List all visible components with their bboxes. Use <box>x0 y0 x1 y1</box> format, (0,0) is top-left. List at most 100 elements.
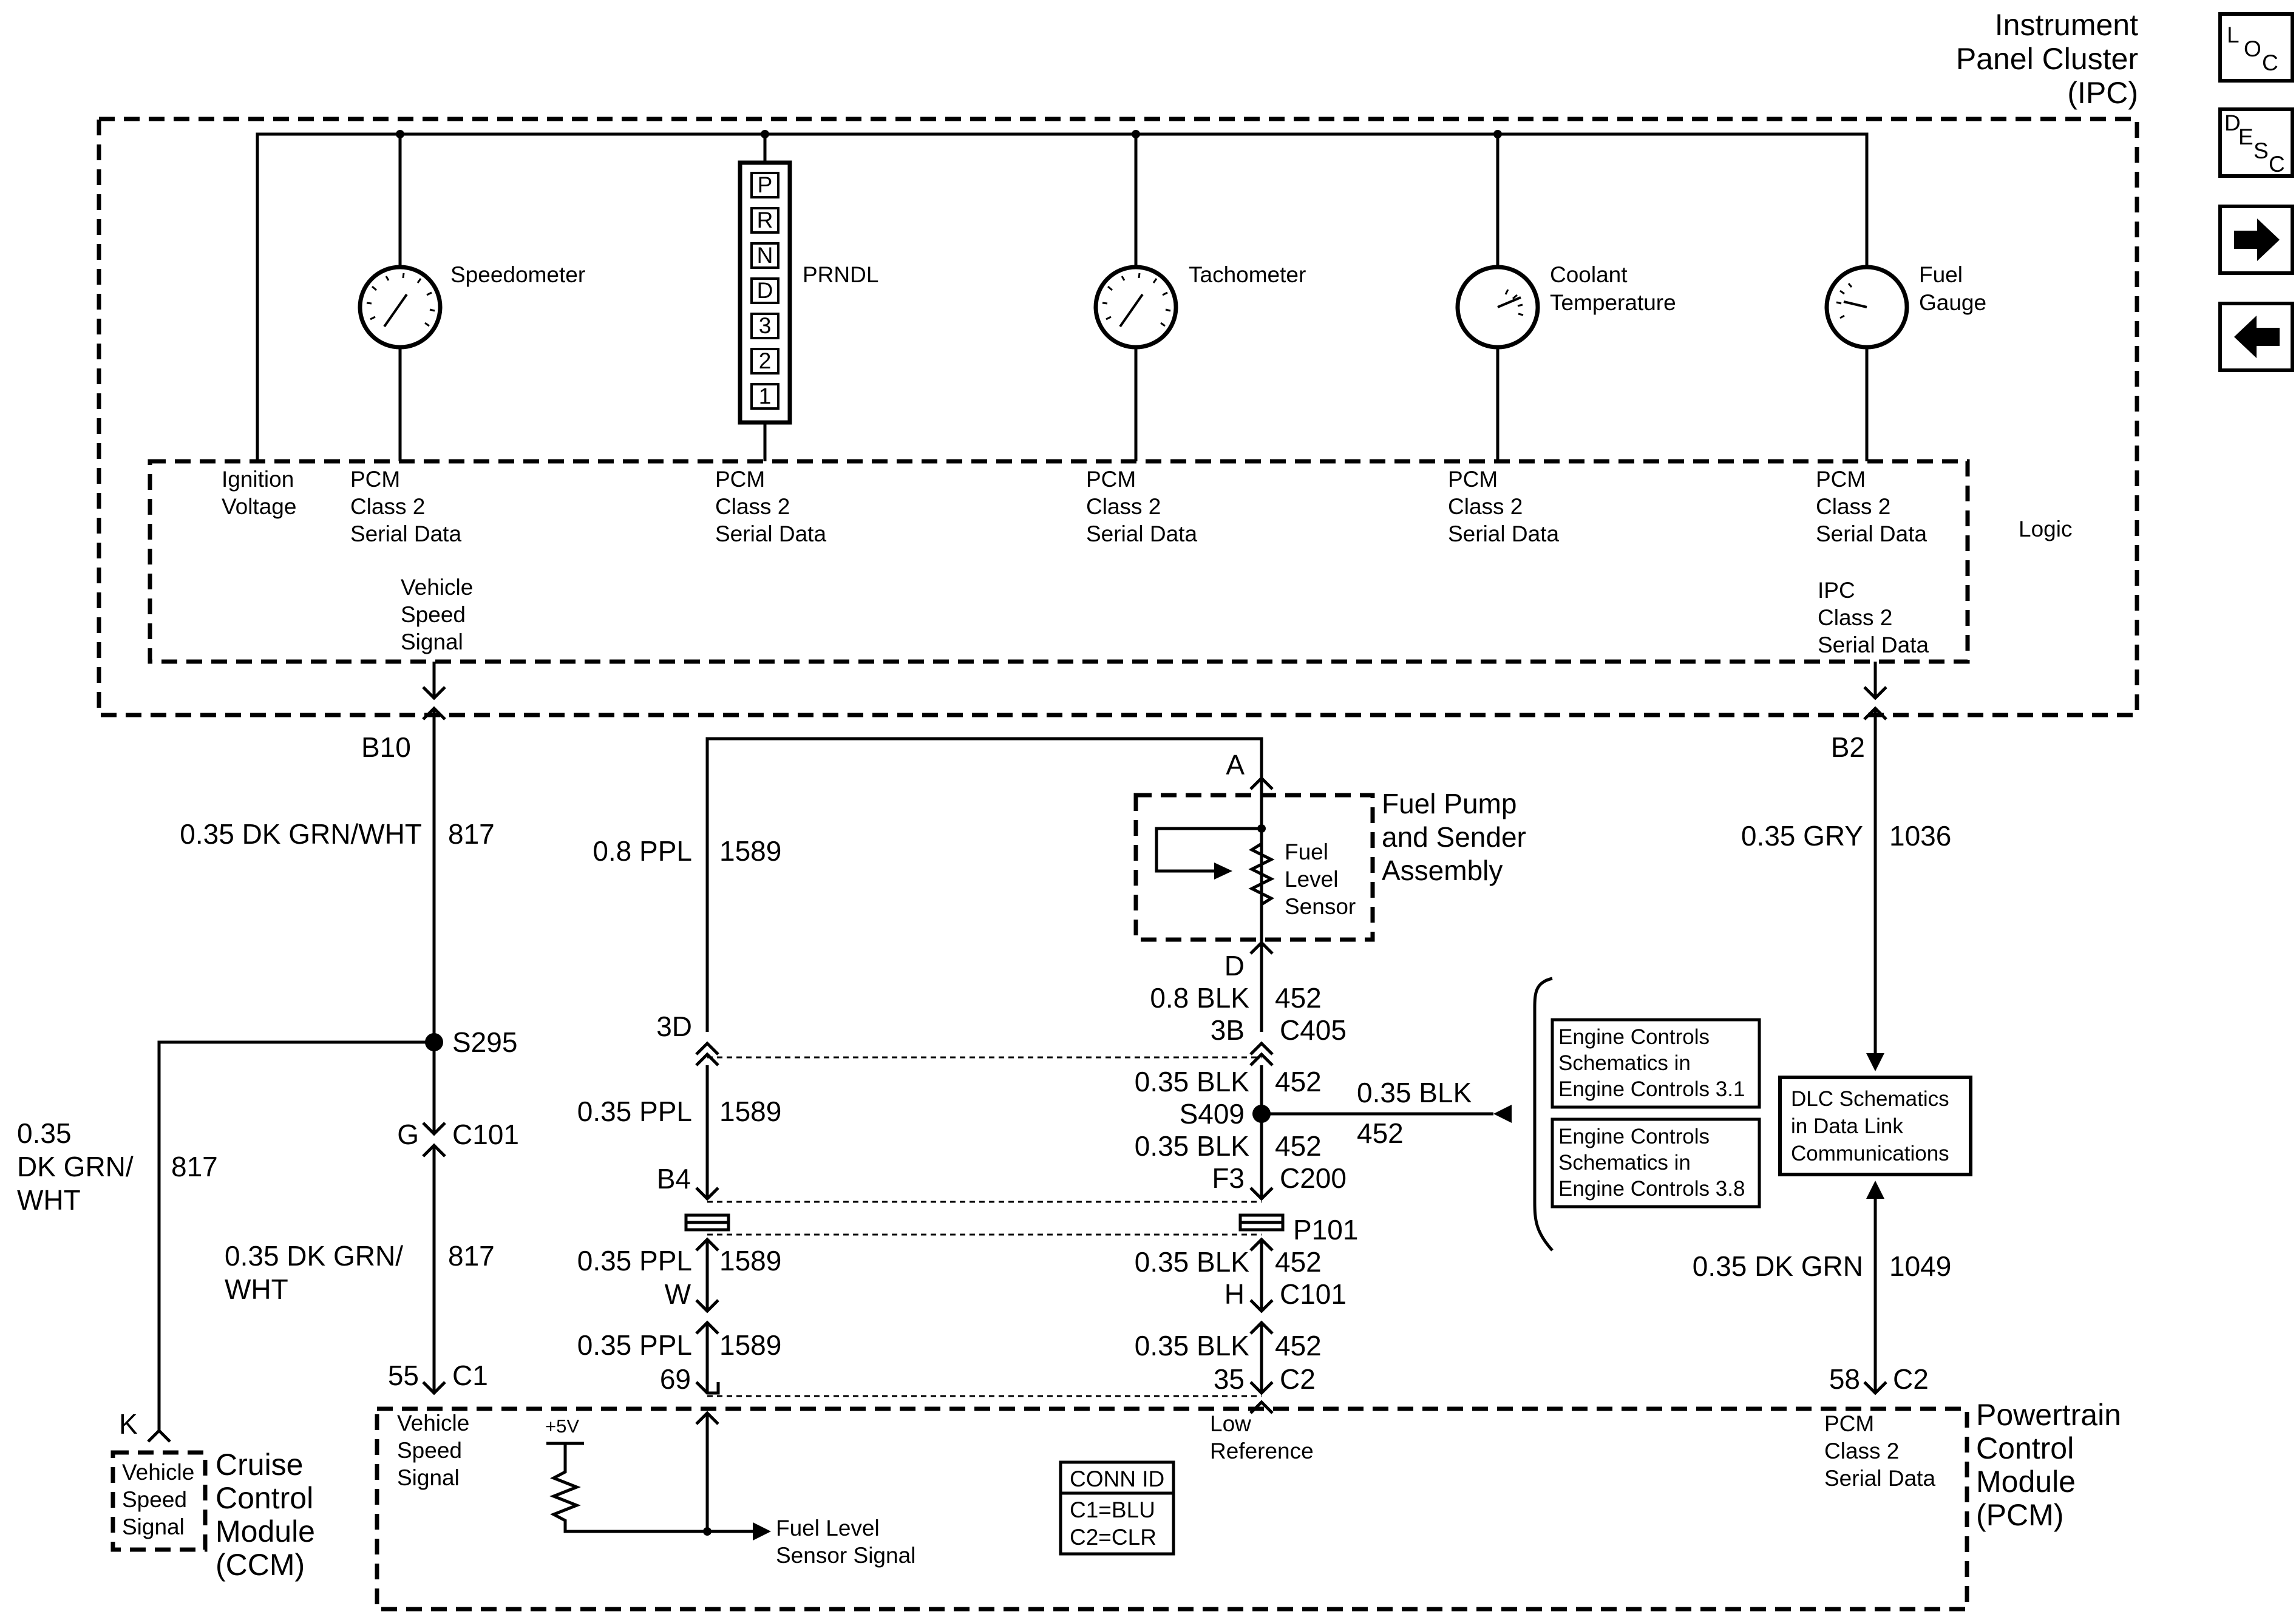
svg-text:Signal: Signal <box>397 1465 460 1490</box>
svg-text:Communications: Communications <box>1791 1142 1949 1165</box>
svg-text:Class 2: Class 2 <box>715 494 790 519</box>
svg-text:C2=CLR: C2=CLR <box>1070 1525 1156 1550</box>
next-arrow-button[interactable] <box>2218 205 2294 275</box>
svg-text:(CCM): (CCM) <box>216 1548 305 1582</box>
desc-button[interactable]: D E S C <box>2218 107 2294 178</box>
svg-text:Serial Data: Serial Data <box>715 521 826 546</box>
svg-text:452: 452 <box>1275 1330 1322 1361</box>
svg-text:Class 2: Class 2 <box>1818 605 1892 630</box>
coolant-label: Coolant <box>1550 262 1628 287</box>
svg-text:Serial Data: Serial Data <box>1086 521 1197 546</box>
svg-text:0.35 DK GRN/WHT: 0.35 DK GRN/WHT <box>180 818 422 850</box>
svg-text:PCM: PCM <box>350 467 400 492</box>
prndl-cell <box>750 207 779 234</box>
svg-text:Speed: Speed <box>122 1487 187 1512</box>
svg-text:W: W <box>665 1278 691 1310</box>
svg-text:Class 2: Class 2 <box>350 494 425 519</box>
conn-id-box: CONN ID C1=BLU C2=CLR <box>1059 1460 1175 1556</box>
svg-text:C101: C101 <box>1280 1278 1347 1310</box>
loc-letter: O <box>2244 36 2261 61</box>
svg-text:Schematics in: Schematics in <box>1558 1051 1691 1075</box>
svg-text:Panel Cluster: Panel Cluster <box>1956 42 2138 76</box>
svg-text:1589: 1589 <box>719 835 781 867</box>
ipc-logic-outline <box>148 459 1970 664</box>
prev-arrow-button[interactable] <box>2218 302 2294 372</box>
prndl-position: 1 <box>759 384 772 408</box>
svg-text:PCM: PCM <box>1448 467 1498 492</box>
circuit-1036-1049: DLC Schematics in Data Link Communicatio… <box>1693 662 1972 1395</box>
svg-text:3D: 3D <box>656 1011 692 1042</box>
svg-text:Control: Control <box>1976 1431 2074 1465</box>
svg-text:0.35 DK GRN/: 0.35 DK GRN/ <box>225 1240 403 1272</box>
svg-text:C405: C405 <box>1280 1014 1347 1046</box>
svg-text:Powertrain: Powertrain <box>1976 1398 2121 1432</box>
svg-text:F3: F3 <box>1212 1162 1245 1194</box>
svg-text:1589: 1589 <box>719 1245 781 1276</box>
powertrain-control-module: Powertrain Control Module (PCM) Vehicle … <box>375 1398 2121 1612</box>
desc-letter: E <box>2238 124 2254 149</box>
svg-text:Class 2: Class 2 <box>1824 1439 1899 1463</box>
prndl-cell <box>750 348 779 375</box>
svg-text:Reference: Reference <box>1210 1439 1314 1463</box>
fuel-pump-title: Fuel Pump <box>1382 788 1517 819</box>
svg-text:452: 452 <box>1275 1066 1322 1097</box>
ipc-title: Instrument Panel Cluster (IPC) <box>1956 8 2138 110</box>
svg-text:69: 69 <box>660 1363 691 1395</box>
svg-text:Schematics in: Schematics in <box>1558 1151 1691 1175</box>
svg-text:452: 452 <box>1275 1130 1322 1162</box>
svg-text:0.35: 0.35 <box>17 1117 72 1149</box>
svg-text:1589: 1589 <box>719 1096 781 1127</box>
svg-text:Instrument: Instrument <box>1995 8 2138 42</box>
svg-text:Speed: Speed <box>397 1438 462 1463</box>
ipc-logic-labels: Ignition Voltage PCM Class 2 Serial Data… <box>222 467 2072 657</box>
svg-text:0.35 DK GRN: 0.35 DK GRN <box>1693 1250 1863 1282</box>
svg-text:+5V: +5V <box>545 1415 579 1437</box>
svg-text:IPC: IPC <box>1818 578 1855 603</box>
loc-letter: L <box>2227 22 2240 47</box>
prndl-position: 2 <box>759 348 772 373</box>
svg-text:0.35 PPL: 0.35 PPL <box>577 1329 692 1361</box>
svg-text:Engine Controls 3.1: Engine Controls 3.1 <box>1558 1077 1745 1101</box>
svg-text:D: D <box>1224 950 1245 981</box>
connector-bands <box>707 1056 1262 1397</box>
prndl-cell <box>750 383 779 410</box>
desc-letter: C <box>2269 152 2285 177</box>
loc-letter: C <box>2262 50 2278 75</box>
svg-text:Control: Control <box>216 1481 313 1515</box>
svg-text:H: H <box>1224 1278 1245 1310</box>
loc-button[interactable]: L O C <box>2218 12 2294 83</box>
desc-letter: S <box>2254 138 2269 163</box>
coolant-label: Temperature <box>1550 290 1676 315</box>
svg-text:817: 817 <box>448 1240 495 1272</box>
speedometer-gauge: Speedometer <box>358 134 585 461</box>
svg-text:C2: C2 <box>1280 1363 1316 1395</box>
svg-text:452: 452 <box>1275 1246 1322 1278</box>
fuel-pump-title: Assembly <box>1382 855 1503 886</box>
prndl-position: P <box>758 172 773 197</box>
svg-text:Serial Data: Serial Data <box>1818 632 1929 657</box>
svg-text:0.35 BLK: 0.35 BLK <box>1135 1246 1250 1278</box>
svg-text:452: 452 <box>1275 982 1322 1014</box>
svg-text:in Data Link: in Data Link <box>1791 1114 1903 1138</box>
svg-text:Voltage: Voltage <box>222 494 296 519</box>
tachometer-label: Tachometer <box>1189 262 1306 287</box>
svg-text:0.35 BLK: 0.35 BLK <box>1135 1066 1250 1097</box>
svg-text:(IPC): (IPC) <box>2067 76 2138 110</box>
fuel-pump-title: and Sender <box>1382 821 1526 853</box>
prndl-label: PRNDL <box>803 262 878 287</box>
svg-text:Logic: Logic <box>2019 517 2072 541</box>
svg-text:Vehicle: Vehicle <box>397 1411 469 1436</box>
svg-text:35: 35 <box>1214 1363 1245 1395</box>
prndl-position: R <box>757 208 773 232</box>
svg-text:Serial Data: Serial Data <box>1824 1466 1935 1491</box>
fuel-level-sensor-label: Sensor <box>1285 894 1356 919</box>
fuel-level-sensor-label: Fuel <box>1285 839 1328 864</box>
svg-text:B10: B10 <box>361 731 411 763</box>
svg-text:817: 817 <box>448 818 495 850</box>
prndl-position: D <box>757 278 773 303</box>
fuel-pump-sender-assembly: Fuel Level Sensor Fuel Pump and Sender A… <box>1133 788 1526 943</box>
desc-letter: D <box>2224 110 2241 135</box>
svg-text:Serial Data: Serial Data <box>1448 521 1559 546</box>
cruise-control-module: Vehicle Speed Signal Cruise Control Modu… <box>110 1448 315 1582</box>
